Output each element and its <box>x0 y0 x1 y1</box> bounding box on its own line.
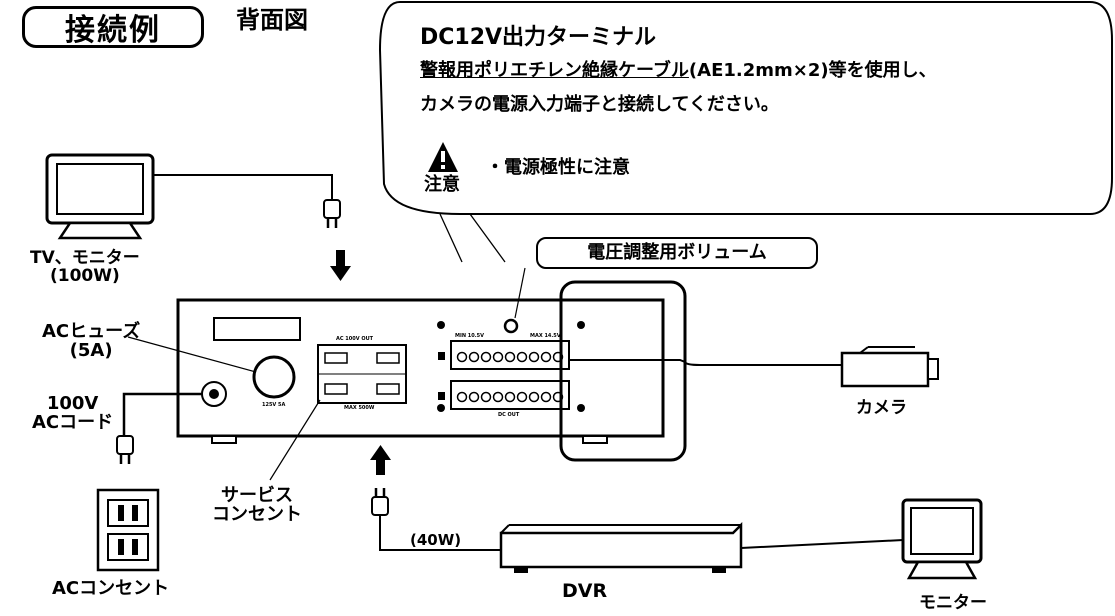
dvr-cable <box>379 515 501 551</box>
volume-label: 電圧調整用ボリューム <box>536 237 818 269</box>
callout-text-line2: カメラの電源入力端子と接続してください。 <box>420 94 779 115</box>
unit-foot <box>211 435 237 444</box>
ac-cord-label: 100V ACコード <box>32 393 114 433</box>
camera-label: カメラ <box>856 398 907 418</box>
ac-cord <box>122 392 202 436</box>
monitor-cable <box>740 539 904 549</box>
fuse-label-name: ACヒューズ <box>42 321 141 342</box>
terminal-marker <box>438 392 445 400</box>
screw <box>577 321 585 329</box>
tv-cable <box>153 174 333 210</box>
fuse-rating-print: 125V 5A <box>262 402 286 408</box>
service-outlet-label-line1: サービス <box>221 485 293 506</box>
ac-cord-inlet-core <box>209 389 219 399</box>
camera-icon <box>840 346 939 388</box>
fuse-holder <box>252 355 296 399</box>
arrow-up-icon <box>370 445 391 475</box>
terminal-max-print: MAX 14.5V <box>530 333 561 339</box>
service-outlet-label-line2: コンセント <box>212 503 302 525</box>
service-outlet <box>317 344 407 404</box>
caution-label: 注意 <box>424 174 460 195</box>
voltage-knob <box>503 318 519 334</box>
plug-icon <box>371 488 389 516</box>
ac-out-print: AC 100V OUT <box>336 336 374 342</box>
dc-out-print: DC OUT <box>498 412 520 418</box>
callout-leader <box>439 213 463 263</box>
service-outlet-label: サービス コンセント <box>212 485 302 525</box>
callout-cable-spec: (AE1.2mm×2)等を使用し、 <box>688 60 937 81</box>
volume-leader <box>514 267 526 319</box>
label-plate <box>213 317 301 341</box>
fuse-label-rating: (5A) <box>69 339 113 361</box>
screw <box>577 404 585 412</box>
dvr-power-label: (40W) <box>410 531 462 549</box>
unit-foot <box>582 435 608 444</box>
terminal-block-bottom <box>450 380 570 410</box>
dc-output-highlight <box>559 280 687 462</box>
callout-text-line1: 警報用ポリエチレン絶縁ケーブル(AE1.2mm×2)等を使用し、 <box>420 60 937 81</box>
caution-icon <box>428 142 458 172</box>
callout-bubble <box>378 0 1113 215</box>
screw <box>437 404 445 412</box>
max-watt-print: MAX 500W <box>344 405 375 411</box>
callout-cable-type: 警報用ポリエチレン絶縁ケーブル <box>420 60 689 81</box>
screw <box>437 321 445 329</box>
tv-icon <box>45 153 155 240</box>
ac-outlet-label: ACコンセント <box>52 578 170 599</box>
monitor-label: モニター <box>919 593 987 613</box>
terminal-block-top <box>450 340 570 370</box>
tv-label: TV、モニター (100W) <box>30 248 140 286</box>
tv-label-name: TV、モニター <box>30 248 140 268</box>
plug-icon <box>116 435 134 464</box>
dvr-icon <box>499 521 743 573</box>
callout-leader <box>469 213 506 263</box>
service-leader <box>269 399 321 481</box>
arrow-down-icon <box>330 250 351 281</box>
monitor-icon <box>901 498 983 580</box>
fuse-label: ACヒューズ (5A) <box>42 321 141 361</box>
page-subtitle: 背面図 <box>236 6 308 34</box>
outlet-icon <box>96 488 160 572</box>
caution-text: ・電源極性に注意 <box>486 157 630 178</box>
dvr-label: DVR <box>562 580 608 602</box>
camera-cable <box>569 359 842 366</box>
page-title: 接続例 <box>22 6 204 48</box>
plug-icon <box>323 199 341 228</box>
terminal-marker <box>438 352 445 360</box>
terminal-min-print: MIN 10.5V <box>455 333 484 339</box>
ac-cord-label-voltage: 100V <box>46 393 99 414</box>
fuse-leader <box>127 336 257 373</box>
callout-title: DC12V出力ターミナル <box>420 25 657 50</box>
ac-cord-label-name: ACコード <box>32 411 114 433</box>
tv-label-power: (100W) <box>49 265 120 286</box>
